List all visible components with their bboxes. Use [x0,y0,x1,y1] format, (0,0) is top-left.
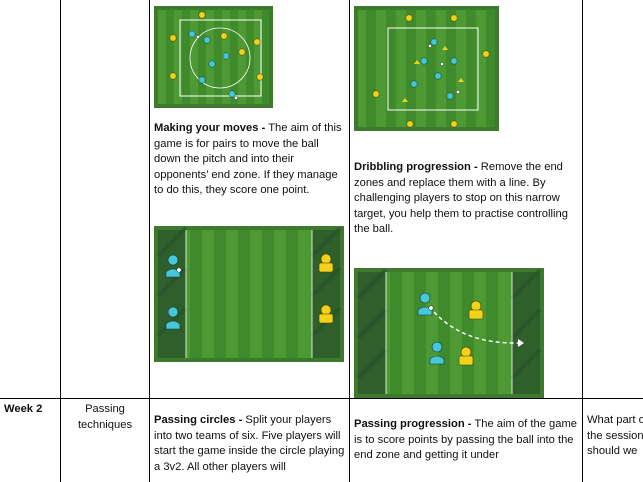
dribbling-text: Dribbling progression - Remove the end z… [354,160,580,238]
table-col-divider-1 [60,0,61,482]
dribbling-arrow-diagram [354,268,544,398]
making-moves-text: Making your moves - The aim of this game… [154,121,346,199]
end-zone-pitch-diagram [154,226,344,362]
dribbling-title: Dribbling progression - [354,161,478,173]
dribbling-square-diagram [354,6,499,131]
week-label: Week 2 [4,403,43,415]
passing-circles-text: Passing circles - Split your players int… [154,413,348,475]
table-col-divider-4 [582,0,583,482]
topic-label: Passing techniques [77,403,133,431]
passing-circle-diagram [154,6,273,108]
table-col-divider-2 [149,0,150,482]
passing-circles-title: Passing circles - [154,414,243,426]
making-moves-title: Making your moves - [154,122,266,134]
passing-progression-text: Passing progression - The aim of the gam… [354,417,580,464]
making-moves-body: The aim of this game is for pairs to mov… [154,122,342,196]
passing-circles-body: Split your players into two teams of six… [154,414,345,473]
session-question-text: What part of the session should we [587,414,643,457]
table-col-divider-3 [349,0,350,482]
dribbling-body: Remove the end zones and replace them wi… [354,161,568,235]
table-row-divider [0,398,643,399]
passing-progression-title: Passing progression - [354,418,472,430]
passing-progression-body: The aim of the game is to score points b… [354,418,578,461]
